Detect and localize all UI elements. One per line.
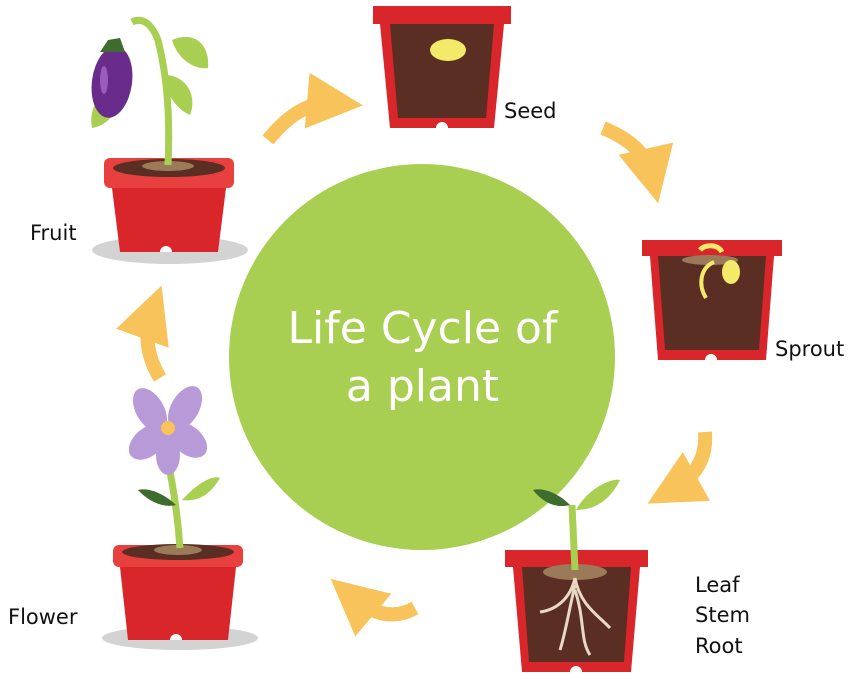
label-leaf-stem-root: Leaf Stem Root xyxy=(695,570,750,661)
title-line-1: Life Cycle of xyxy=(287,303,558,355)
arrow-sprout-to-leaf xyxy=(647,431,713,504)
title-line-2: a plant xyxy=(345,360,500,412)
arrow-seed-to-sprout xyxy=(600,121,674,204)
label-stem: Stem xyxy=(695,603,750,628)
arrow-leaf-to-flower xyxy=(330,578,419,637)
center-circle xyxy=(229,164,615,550)
leaf-icon xyxy=(576,479,620,510)
label-leaf: Leaf xyxy=(695,573,740,597)
sprout-pot xyxy=(642,240,782,360)
cycle-arrows xyxy=(116,72,713,637)
flower-icon xyxy=(128,386,208,475)
label-sprout: Sprout xyxy=(775,337,845,361)
fruit-pot xyxy=(91,16,248,264)
seed-icon xyxy=(430,39,466,61)
arrow-flower-to-fruit xyxy=(116,285,169,382)
label-flower: Flower xyxy=(8,605,78,629)
label-root: Root xyxy=(695,633,743,658)
flower-pot xyxy=(102,386,258,650)
label-seed: Seed xyxy=(504,99,557,123)
arrow-fruit-to-seed xyxy=(262,72,363,145)
seed-pot xyxy=(373,6,511,128)
center-title: Life Cycle of a plant xyxy=(230,165,615,550)
sprout-stem-icon xyxy=(699,260,715,300)
label-fruit: Fruit xyxy=(30,221,77,245)
eggplant-icon xyxy=(91,38,133,118)
leaf-stem-root-pot xyxy=(505,479,648,672)
